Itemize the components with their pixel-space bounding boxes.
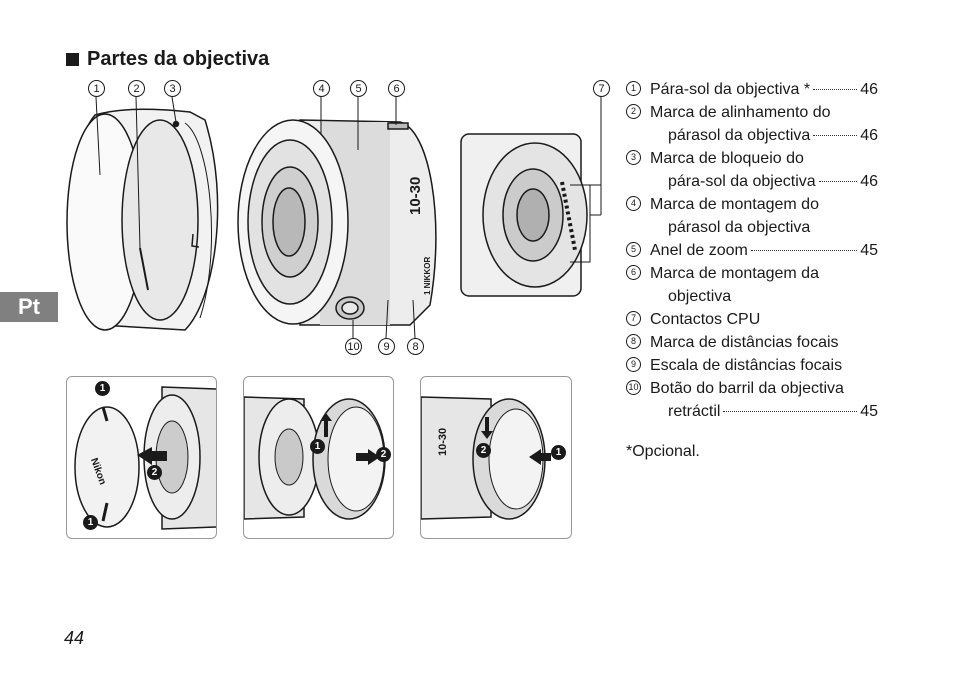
section-title: Partes da objectiva (87, 48, 270, 70)
callout-1: 1 (88, 80, 105, 97)
page-reference: 46 (860, 127, 878, 144)
lens-hood-illustration (66, 108, 219, 331)
page-reference: 45 (860, 242, 878, 259)
legend-number: 9 (626, 357, 641, 372)
step-1-marker: 1 (95, 381, 110, 396)
legend-item-7: 7 Contactos CPU (626, 308, 878, 331)
section-heading: Partes da objectiva (66, 48, 269, 71)
legend-number: 3 (626, 150, 641, 165)
rear-cap-illustration (244, 396, 386, 520)
legend-text: pára-sol da objectiva (668, 173, 816, 190)
callout-7: 7 (593, 80, 610, 97)
page-number: 44 (64, 628, 85, 648)
parts-legend: 1 Pára-sol da objectiva *46 2 Marca de a… (626, 78, 878, 423)
callout-2: 2 (128, 80, 145, 97)
legend-item-4: 4 Marca de montagem do párasol da object… (626, 193, 878, 239)
rear-cap-remove-panel: 10-30 2 1 (420, 376, 572, 539)
legend-text: Contactos CPU (650, 311, 761, 328)
zoom-range-label: 10-30 (407, 177, 424, 215)
callout-9: 9 (378, 338, 395, 355)
callout-10: 10 (345, 338, 362, 355)
legend-text: Marca de montagem da (650, 265, 819, 282)
legend-text: Marca de alinhamento do (650, 104, 831, 121)
legend-number: 4 (626, 196, 641, 211)
legend-item-1: 1 Pára-sol da objectiva * 46 (626, 78, 878, 101)
legend-item-5: 5 Anel de zoom 45 (626, 239, 878, 262)
legend-number: 7 (626, 311, 641, 326)
legend-text: Marca de bloqueio do (650, 150, 804, 167)
lens-body-illustration (237, 119, 437, 326)
brand-label: 1 NIKKOR (423, 257, 432, 295)
page-reference: 46 (860, 81, 878, 98)
legend-item-10: 10 Botão do barril da objectiva retrácti… (626, 377, 878, 423)
legend-text: Marca de distâncias focais (650, 334, 839, 351)
lens-mount-illustration (460, 133, 588, 297)
legend-text: Botão do barril da objectiva (650, 380, 844, 397)
rear-cap-removal-illustration: 10-30 (421, 396, 551, 520)
language-tab: Pt (0, 292, 58, 322)
legend-number: 10 (626, 380, 641, 395)
lens-parts-diagram: 10-30 1 NIKKOR (66, 96, 602, 339)
legend-text: Anel de zoom (650, 242, 748, 259)
legend-number: 5 (626, 242, 641, 257)
legend-item-3: 3 Marca de bloqueio do pára-sol da objec… (626, 147, 878, 193)
rear-cap-attach-panel: 1 2 (243, 376, 394, 539)
step-2-marker: 2 (476, 443, 491, 458)
step-2-marker: 2 (376, 447, 391, 462)
legend-text: párasol da objectiva (668, 219, 811, 236)
legend-number: 2 (626, 104, 641, 119)
callout-3: 3 (164, 80, 181, 97)
callout-6: 6 (388, 80, 405, 97)
step-1-marker: 1 (310, 439, 325, 454)
step-1-marker: 1 (83, 515, 98, 530)
legend-item-6: 6 Marca de montagem da objectiva (626, 262, 878, 308)
footnote: *Opcional. (626, 443, 700, 460)
callout-5: 5 (350, 80, 367, 97)
legend-text: retráctil (668, 403, 721, 420)
legend-text: objectiva (668, 288, 732, 305)
legend-text: Marca de montagem do (650, 196, 819, 213)
page-reference: 46 (860, 173, 878, 190)
zoom-range-label-small: 10-30 (437, 428, 449, 456)
legend-number: 6 (626, 265, 641, 280)
legend-item-9: 9 Escala de distâncias focais (626, 354, 878, 377)
legend-text: Escala de distâncias focais (650, 357, 843, 374)
front-cap-panel: Nikon 1 2 1 (66, 376, 217, 539)
legend-number: 1 (626, 81, 641, 96)
step-2-marker: 2 (147, 465, 162, 480)
legend-text: Pára-sol da objectiva * (650, 81, 811, 98)
legend-text: párasol da objectiva (668, 127, 811, 144)
square-bullet-icon (66, 53, 79, 66)
leader-lines (95, 96, 602, 339)
legend-number: 8 (626, 334, 641, 349)
legend-item-8: 8 Marca de distâncias focais (626, 331, 878, 354)
callout-8: 8 (407, 338, 424, 355)
front-cap-illustration: Nikon (74, 386, 216, 530)
callout-4: 4 (313, 80, 330, 97)
page-reference: 45 (860, 403, 878, 420)
step-1-marker: 1 (551, 445, 566, 460)
legend-item-2: 2 Marca de alinhamento do párasol da obj… (626, 101, 878, 147)
